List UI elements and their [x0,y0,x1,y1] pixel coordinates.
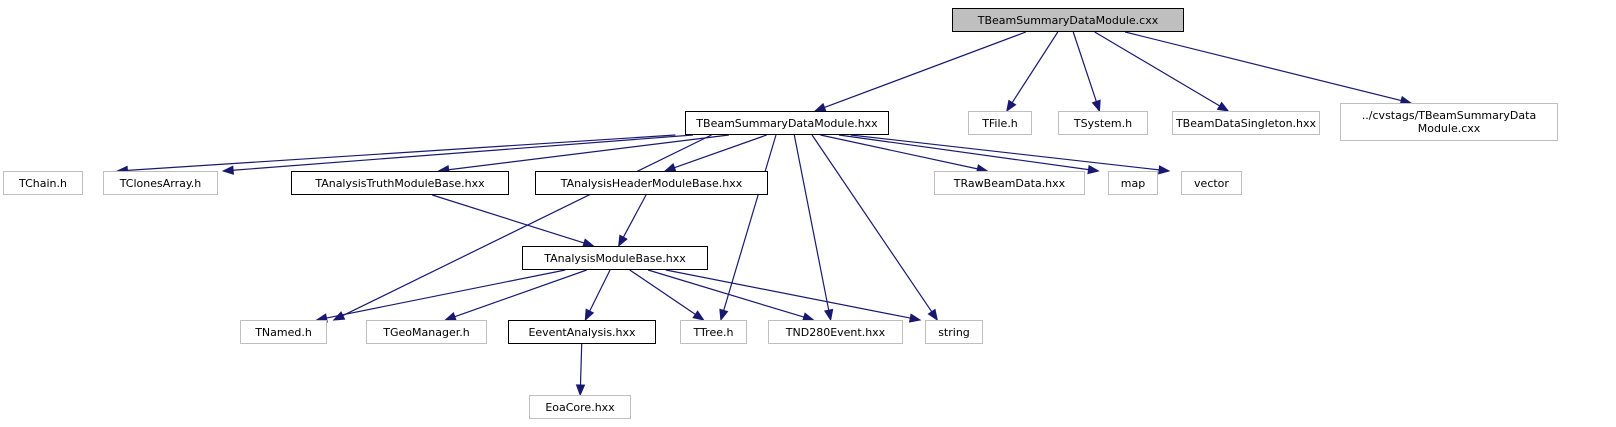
node-tsystem: TSystem.h [1058,111,1148,135]
edge-line [622,194,647,238]
edge-amb-to-string [665,269,922,323]
node-vector: vector [1181,171,1242,195]
node-ttree: TTree.h [680,320,747,344]
edge-root-to-tfile [1006,31,1059,113]
edge-hxx-to-tchain [116,134,676,176]
arrowhead-icon [584,308,595,322]
node-header[interactable]: TAnalysisHeaderModuleBase.hxx [535,171,768,195]
edge-root-to-tsystem [1072,31,1101,113]
edge-hxx-to-tnd280 [793,134,834,322]
edge-line [1072,31,1097,102]
edge-amb-to-tnd280 [647,269,815,322]
edge-hxx-to-vector [850,134,1171,175]
edge-root-to-hxx [813,31,1027,112]
edge-line [1125,31,1402,102]
edge-line [233,134,694,171]
node-amb[interactable]: TAnalysisModuleBase.hxx [522,246,708,270]
edge-line [838,134,1089,171]
node-hxx[interactable]: TBeamSummaryDataModule.hxx [685,111,889,135]
edge-hxx-to-tclones [221,134,694,175]
edge-line [674,134,767,169]
node-cvstags: ../cvstags/TBeamSummaryData Module.cxx [1340,103,1558,141]
node-string: string [925,320,983,344]
node-eevent[interactable]: EeventAnalysis.hxx [508,320,656,344]
arrowhead-icon [927,308,939,322]
arrowhead-icon [1158,165,1171,175]
node-map: map [1108,171,1158,195]
edge-line [665,269,911,319]
edge-line [629,269,696,315]
edge-line [1094,31,1220,107]
edge-hxx-to-ttree [719,134,777,322]
edge-truth-to-amb [432,194,595,248]
edge-line [820,134,978,170]
edge-amb-to-eevent [584,269,611,322]
edge-amb-to-tgeo [444,269,587,321]
arrowhead-icon [719,308,729,322]
node-singleton: TBeamDataSingleton.hxx [1172,111,1320,135]
arrowhead-icon [618,234,628,248]
arrowhead-icon [221,165,234,175]
edge-root-to-cvstags [1125,31,1413,106]
arrowhead-icon [1216,101,1230,112]
edge-hxx-to-string [811,134,939,322]
node-tclones: TClonesArray.h [103,171,218,195]
arrowhead-icon [823,308,834,322]
edge-line [824,31,1027,109]
edge-amb-to-ttree [629,269,705,321]
edge-line [127,134,676,171]
edge-line [850,134,1160,171]
node-tgeo: TGeoManager.h [366,320,487,344]
edge-line [723,134,777,311]
edge-eevent-to-eoacore [575,343,586,397]
edge-amb-to-tnamed [315,269,566,323]
edge-line [326,269,566,319]
node-tfile: TFile.h [968,111,1032,135]
edge-line [793,134,830,311]
node-rawbeam: TRawBeamData.hxx [934,171,1085,195]
arrowhead-icon [575,384,586,397]
arrowhead-icon [1087,164,1100,175]
node-tnamed: TNamed.h [240,320,327,344]
arrowhead-icon [1006,99,1017,113]
edge-line [448,134,730,171]
edge-line [647,269,805,318]
node-root[interactable]: TBeamSummaryDataModule.cxx [952,8,1184,32]
node-tchain: TChain.h [3,171,83,195]
arrowhead-icon [908,313,922,323]
edge-hxx-to-map [838,134,1100,175]
node-eoacore: EoaCore.hxx [529,395,631,419]
edge-line [432,194,585,244]
edge-line [454,269,587,318]
arrowhead-icon [692,310,705,321]
edge-header-to-amb [618,194,647,248]
edge-line [811,134,933,313]
edge-line [1011,31,1059,103]
node-tnd280: TND280Event.hxx [768,320,903,344]
edge-root-to-singleton [1094,31,1230,112]
edge-line [589,269,611,312]
edge-line [579,343,583,386]
arrowhead-icon [1091,99,1101,113]
node-truth[interactable]: TAnalysisTruthModuleBase.hxx [291,171,509,195]
